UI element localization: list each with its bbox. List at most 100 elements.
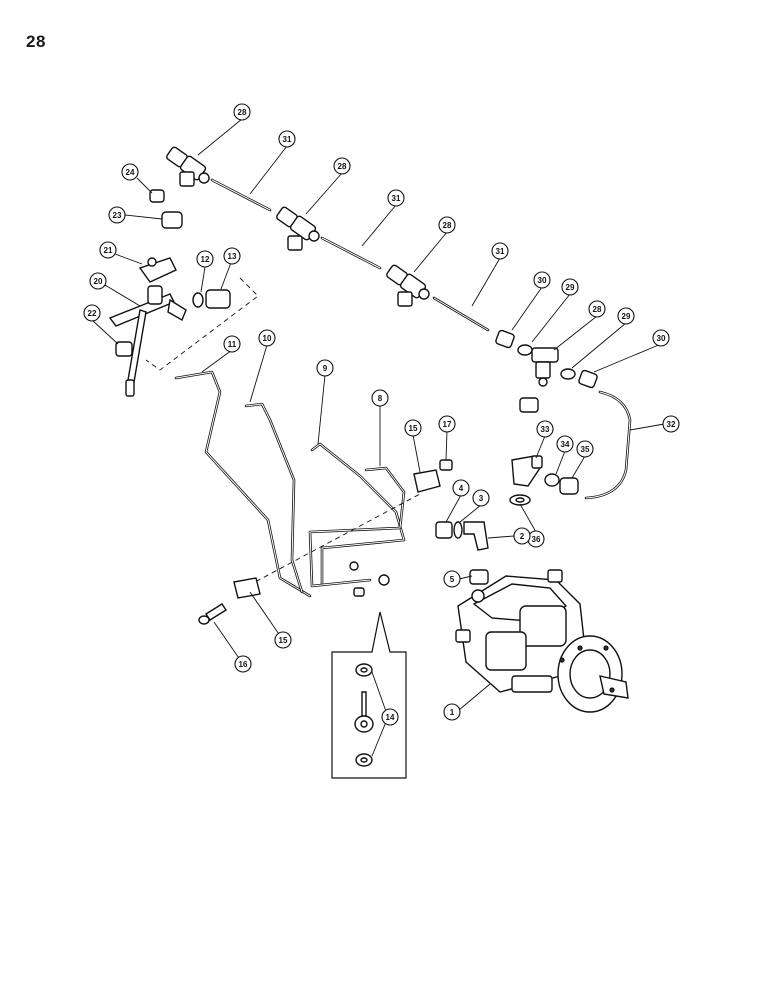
svg-text:33: 33 <box>541 425 550 434</box>
callout-30-a: 30 <box>533 271 551 289</box>
svg-text:5: 5 <box>450 575 455 584</box>
callout-28-a: 28 <box>233 103 251 121</box>
detail-inset <box>331 611 407 779</box>
callout-28-b: 28 <box>333 157 351 175</box>
callout-14: 14 <box>381 708 399 726</box>
svg-text:14: 14 <box>386 713 395 722</box>
return-tube-b <box>320 236 382 270</box>
svg-text:1: 1 <box>450 708 455 717</box>
callout-36: 36 <box>527 530 545 548</box>
clamp-15-upper <box>413 469 441 493</box>
callout-24: 24 <box>121 163 139 181</box>
nut-35 <box>559 477 579 495</box>
callout-34: 34 <box>556 435 574 453</box>
svg-text:30: 30 <box>657 334 666 343</box>
svg-text:36: 36 <box>532 535 541 544</box>
svg-text:15: 15 <box>409 424 418 433</box>
leader-lines <box>91 118 665 757</box>
callout-30-b: 30 <box>652 329 670 347</box>
nut-30-left <box>495 329 515 349</box>
svg-text:17: 17 <box>443 420 452 429</box>
svg-text:31: 31 <box>283 135 292 144</box>
nut-23 <box>161 211 183 229</box>
callout-16: 16 <box>234 655 252 673</box>
svg-text:30: 30 <box>538 276 547 285</box>
svg-text:35: 35 <box>581 445 590 454</box>
svg-text:11: 11 <box>228 340 237 349</box>
dashed-leader-injector <box>145 277 259 371</box>
injection-line-11 <box>174 370 312 598</box>
nut-4 <box>435 521 453 539</box>
injection-line-9 <box>310 442 406 586</box>
svg-text:15: 15 <box>279 636 288 645</box>
svg-text:22: 22 <box>88 309 97 318</box>
callout-35: 35 <box>576 440 594 458</box>
callout-13: 13 <box>223 247 241 265</box>
callout-32: 32 <box>662 415 680 433</box>
callout-15-upper: 15 <box>404 419 422 437</box>
callout-20: 20 <box>89 272 107 290</box>
injector-20 <box>108 285 187 397</box>
nut-below-tee <box>519 397 539 413</box>
callout-1: 1 <box>443 703 461 721</box>
svg-text:16: 16 <box>239 660 248 669</box>
elbow-2 <box>463 521 489 551</box>
svg-text:31: 31 <box>392 194 401 203</box>
washer-12 <box>192 292 204 308</box>
svg-text:20: 20 <box>94 277 103 286</box>
sleeve-34 <box>544 473 560 487</box>
callout-28-c: 28 <box>438 216 456 234</box>
screw-16 <box>198 603 227 625</box>
callout-5: 5 <box>443 570 461 588</box>
callout-28-d: 28 <box>588 300 606 318</box>
clamp-21 <box>138 257 177 283</box>
tee-fitting-top-right <box>386 264 430 307</box>
injection-line-8 <box>308 466 406 588</box>
callout-8: 8 <box>371 389 389 407</box>
svg-text:23: 23 <box>113 211 122 220</box>
sleeve-29-left <box>517 344 533 356</box>
svg-text:29: 29 <box>622 312 631 321</box>
return-tube-32 <box>584 390 632 500</box>
callout-29-b: 29 <box>617 307 635 325</box>
svg-text:3: 3 <box>479 494 484 503</box>
svg-text:2: 2 <box>520 532 525 541</box>
callout-29-a: 29 <box>561 278 579 296</box>
page-number: 28 <box>26 32 46 51</box>
tee-fitting-top-mid <box>276 206 320 251</box>
nut-22 <box>115 341 133 357</box>
elbow-fitting-33 <box>511 455 543 487</box>
washer-36 <box>509 494 531 506</box>
svg-text:4: 4 <box>459 484 464 493</box>
injection-line-10 <box>244 402 304 594</box>
svg-text:28: 28 <box>338 162 347 171</box>
svg-text:9: 9 <box>323 364 328 373</box>
nut-5 <box>469 569 489 585</box>
nut-24 <box>149 189 165 203</box>
callout-31-a: 31 <box>278 130 296 148</box>
svg-text:8: 8 <box>378 394 383 403</box>
callout-2: 2 <box>513 527 531 545</box>
svg-text:13: 13 <box>228 252 237 261</box>
tee-fitting-top-left <box>166 146 210 187</box>
svg-text:32: 32 <box>667 420 676 429</box>
callout-31-b: 31 <box>387 189 405 207</box>
callout-4: 4 <box>452 479 470 497</box>
svg-text:29: 29 <box>566 283 575 292</box>
svg-text:24: 24 <box>126 168 135 177</box>
svg-text:28: 28 <box>443 221 452 230</box>
fitting-13 <box>205 289 231 309</box>
callout-9: 9 <box>316 359 334 377</box>
clamp-15-lower <box>233 577 261 599</box>
callout-12: 12 <box>196 250 214 268</box>
callout-23: 23 <box>108 206 126 224</box>
callout-3: 3 <box>472 489 490 507</box>
svg-text:10: 10 <box>263 334 272 343</box>
callout-17: 17 <box>438 415 456 433</box>
line-end-fitting <box>349 561 390 597</box>
injection-pump <box>455 569 629 713</box>
callout-10: 10 <box>258 329 276 347</box>
callout-15-lower: 15 <box>274 631 292 649</box>
svg-text:34: 34 <box>561 440 570 449</box>
